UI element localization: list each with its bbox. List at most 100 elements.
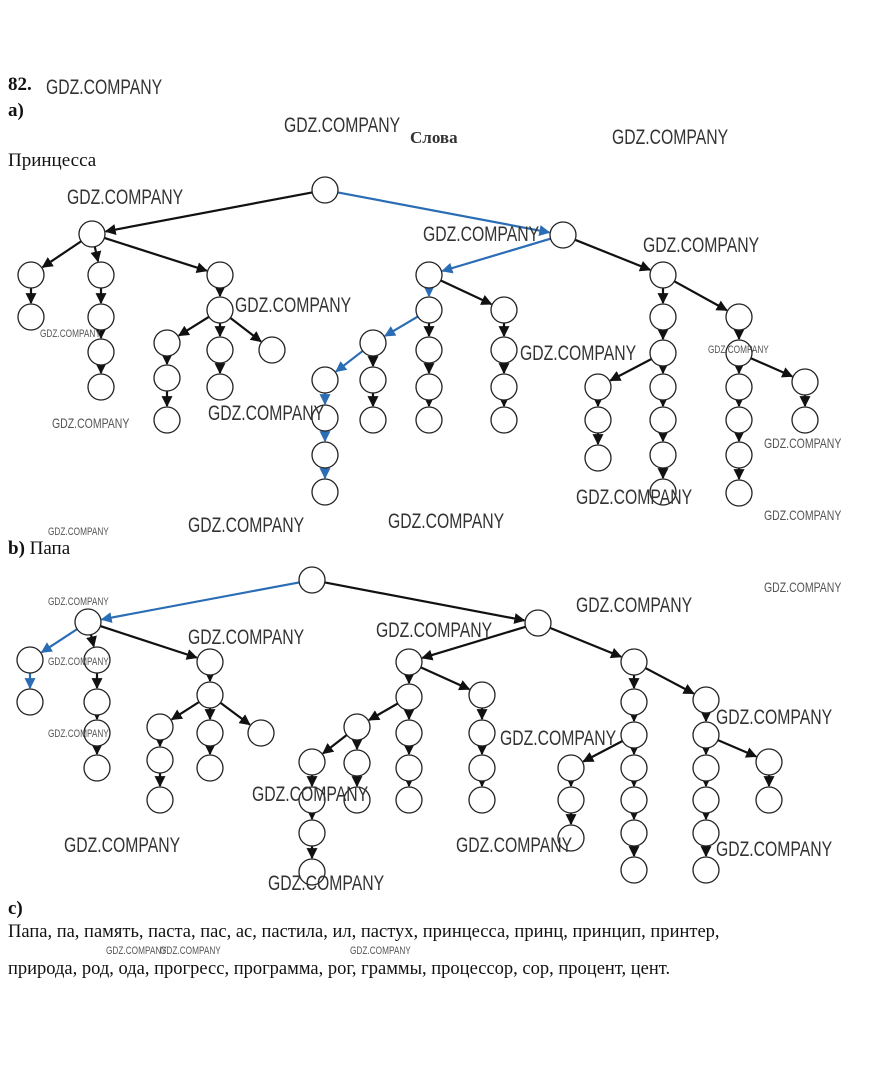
watermark: GDZ.COMPANY [500,727,617,750]
watermark: GDZ.COMPANY [52,415,130,431]
tree-node [298,786,326,814]
tree-node [692,856,720,884]
tree-node [153,406,181,434]
tree-node [311,441,339,469]
tree-node [415,373,443,401]
tree-node [692,754,720,782]
edge-arrow [609,358,652,382]
edge-arrow [549,626,623,659]
highlighted-edge-arrow [337,191,551,236]
tree-node [649,303,677,331]
watermark: GDZ.COMPANY [106,945,167,957]
tree-node [692,686,720,714]
tree-node [298,748,326,776]
tree-node [415,296,443,324]
edge-arrow [368,702,399,721]
highlighted-edge-arrow [40,628,78,654]
edge-arrow [582,740,623,763]
tree-node [16,646,44,674]
tree-node [725,406,753,434]
watermark: GDZ.COMPANY [188,626,305,649]
tree-node [395,786,423,814]
tree-node [146,713,174,741]
tree-node [584,444,612,472]
tree-node [16,688,44,716]
tree-node [196,719,224,747]
tree-node [311,366,339,394]
edge-arrow [41,240,82,269]
watermark: GDZ.COMPANY [48,526,109,538]
tree-node [206,336,234,364]
tree-node [298,819,326,847]
tree-node [557,824,585,852]
tree-node [74,608,102,636]
tree-node [311,478,339,506]
tree-node [206,261,234,289]
watermark: GDZ.COMPANY [235,294,352,317]
watermark: GDZ.COMPANY [716,706,833,729]
highlighted-edge-arrow [100,581,300,624]
tree-node [468,786,496,814]
watermark: GDZ.COMPANY [188,514,305,537]
tree-node [359,329,387,357]
watermark: GDZ.COMPANY [388,510,505,533]
tree-node [311,176,339,204]
tree-node [343,786,371,814]
section-b-word: Папа [29,538,71,559]
tree-node [692,786,720,814]
watermark: GDZ.COMPANY [284,114,401,137]
tree-node [298,858,326,886]
edge-arrow [90,246,102,263]
word-list-line-1: Папа, па, память, паста, пас, ас, пастил… [8,922,720,942]
word-list-line-2: природа, род, ода, прогресс, программа, … [8,959,671,979]
watermark: GDZ.COMPANY [64,834,181,857]
edge-arrow [104,191,313,235]
edge-arrow [219,701,251,726]
watermark: GDZ.COMPANY [423,223,540,246]
tree-node [791,406,819,434]
tree-node [395,754,423,782]
tree-node [258,336,286,364]
watermark: GDZ.COMPANY [350,945,411,957]
tree-node [755,786,783,814]
edge-arrow [440,279,493,306]
watermark: GDZ.COMPANY [252,783,369,806]
edge-arrow [574,238,652,272]
tree-node [395,648,423,676]
edge-arrow [229,317,262,343]
watermark: GDZ.COMPANY [48,596,109,608]
tree-node [395,683,423,711]
tree-node [17,303,45,331]
edge-arrow [673,280,728,312]
tree-node [146,746,174,774]
tree-node [153,329,181,357]
watermark: GDZ.COMPANY [764,435,842,451]
exercise-number: 82. [8,74,32,95]
tree-node [468,754,496,782]
watermark: GDZ.COMPANY [643,234,760,257]
edge-arrow [170,701,200,721]
tree-node [83,719,111,747]
section-b-label: b) [8,538,25,559]
tree-node [649,261,677,289]
watermark: GDZ.COMPANY [40,328,101,340]
tree-node [584,406,612,434]
watermark: GDZ.COMPANY [612,126,729,149]
tree-node [468,681,496,709]
edge-arrow [177,315,210,337]
tree-node [620,754,648,782]
watermark: GDZ.COMPANY [376,619,493,642]
tree-node [196,681,224,709]
section-c-label: c) [8,898,23,919]
highlighted-edge-arrow [441,237,551,274]
tree-node [649,441,677,469]
edge-arrow [86,634,97,648]
tree-node [343,749,371,777]
tree-node [206,296,234,324]
tree-node [468,719,496,747]
section-b-heading: b) Папа [8,538,70,560]
watermark: GDZ.COMPANY [576,594,693,617]
tree-node [415,336,443,364]
tree-node [692,819,720,847]
edge-arrow [322,734,348,755]
